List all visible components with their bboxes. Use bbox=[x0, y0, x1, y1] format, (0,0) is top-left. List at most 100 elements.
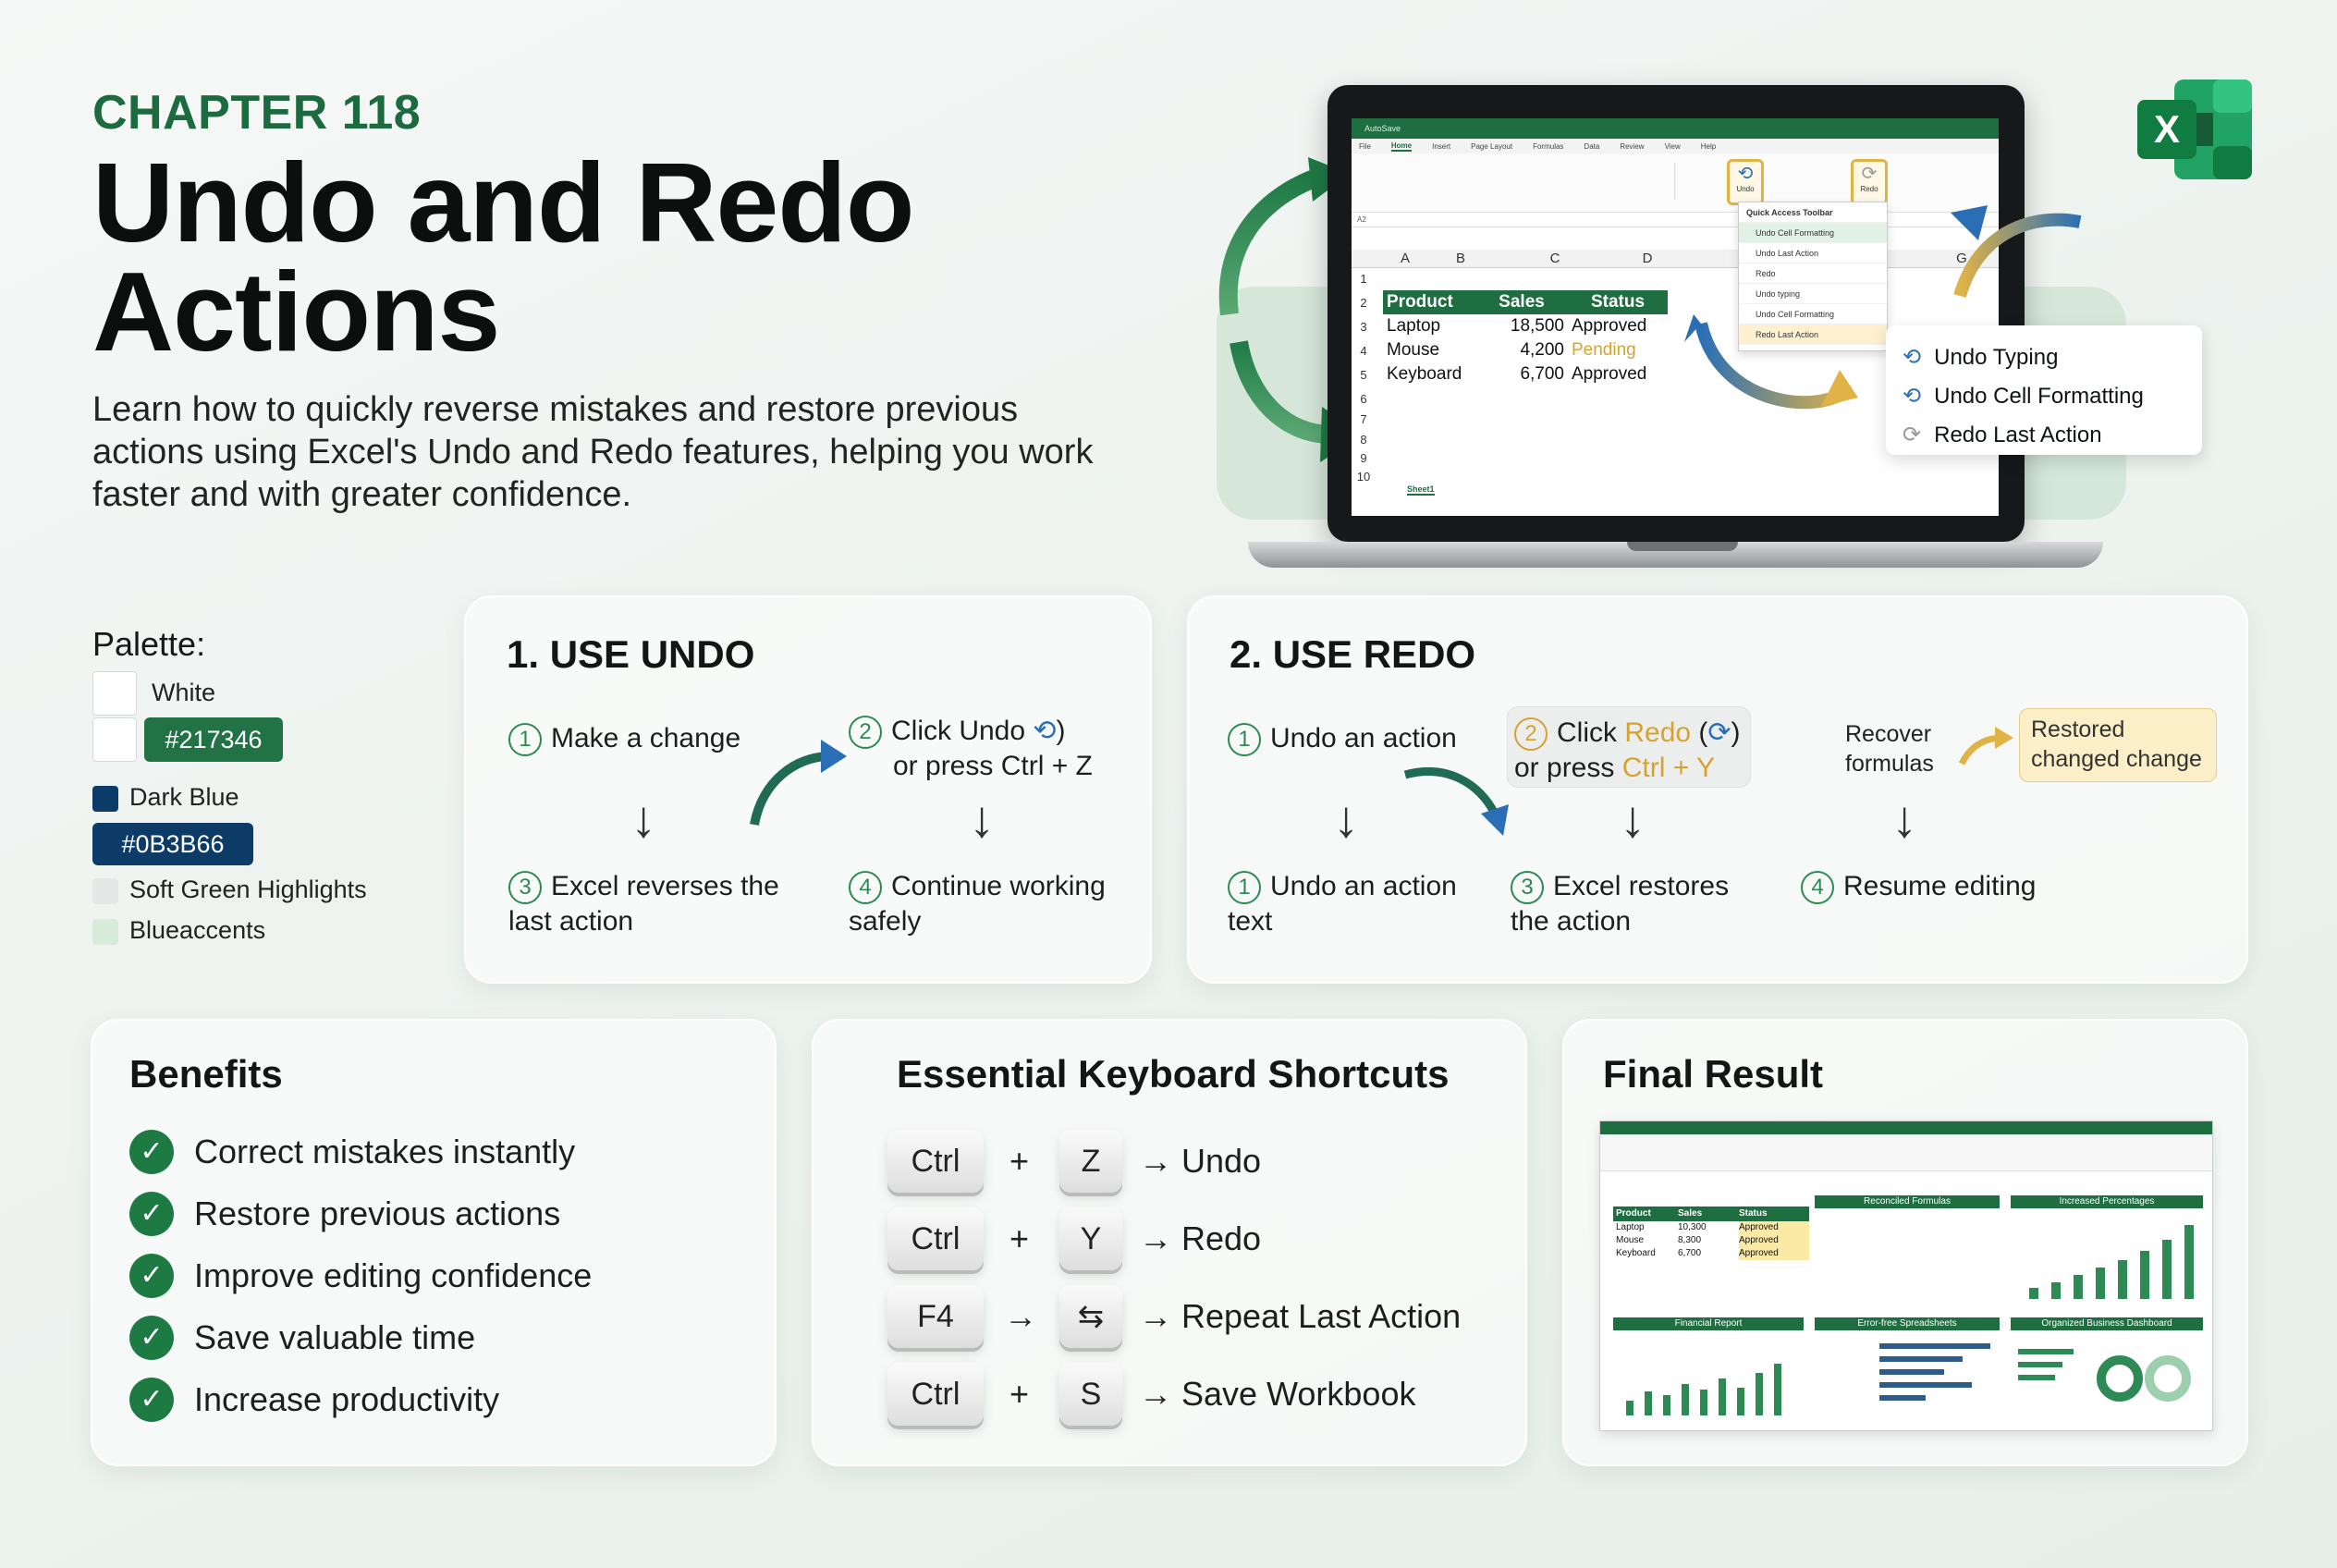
ribbon-redo-button[interactable]: ⟳ Redo bbox=[1851, 159, 1888, 205]
mini-title-bar bbox=[1600, 1121, 2212, 1134]
sheet-tab[interactable]: Sheet1 bbox=[1407, 484, 1435, 496]
row-1[interactable]: 1 bbox=[1360, 272, 1367, 286]
tab-formulas[interactable]: Formulas bbox=[1533, 141, 1564, 151]
curved-arrow-icon bbox=[1958, 727, 2013, 766]
tab-insert[interactable]: Insert bbox=[1432, 141, 1451, 151]
row-3[interactable]: 3 bbox=[1360, 320, 1367, 334]
undo-history-popup: ⟲Undo Typing ⟲ Undo Cell Formatting ⟳Redo… bbox=[1886, 325, 2202, 455]
row-4[interactable]: 4 bbox=[1360, 344, 1367, 358]
cell-product[interactable]: Keyboard bbox=[1387, 364, 1462, 384]
undo-icon: ⟲ bbox=[1033, 716, 1057, 746]
redo-heading: 2. USE REDO bbox=[1230, 632, 1476, 676]
dropdown-item[interactable]: Undo Cell Formatting bbox=[1739, 223, 1887, 243]
mini-table-row: Keyboard 6,700 Approved bbox=[1613, 1247, 1809, 1260]
undo-icon: ⟲ bbox=[1903, 345, 1922, 370]
palette-heading: Palette: bbox=[92, 625, 206, 663]
benefit-item: ✓Correct mistakes instantly bbox=[129, 1130, 575, 1174]
col-d[interactable]: D bbox=[1642, 251, 1653, 266]
step-text: Undo an action bbox=[1270, 723, 1457, 753]
swatch-soft-green bbox=[92, 878, 118, 904]
popup-item-label: Undo Cell Formatting bbox=[1934, 384, 2144, 409]
formula-bar[interactable]: A2 bbox=[1352, 213, 1999, 227]
ribbon-tabs: File Home Insert Page Layout Formulas Da… bbox=[1352, 139, 1999, 153]
palette-name: Soft Green Highlights bbox=[129, 876, 367, 903]
step-text: Redo bbox=[1624, 717, 1692, 748]
dropdown-title: Quick Access Toolbar bbox=[1739, 202, 1887, 223]
check-icon: ✓ bbox=[129, 1254, 174, 1298]
palette-name: Dark Blue bbox=[129, 783, 239, 811]
palette-name: Blueaccents bbox=[129, 916, 266, 944]
mini-table-header: Product Sales Status bbox=[1613, 1207, 1809, 1221]
cell-sales[interactable]: 18,500 bbox=[1510, 316, 1564, 336]
benefits-heading: Benefits bbox=[129, 1052, 283, 1096]
col-b[interactable]: B bbox=[1455, 251, 1465, 266]
ribbon-undo-button[interactable]: ⟲ Undo bbox=[1727, 159, 1764, 205]
dropdown-item[interactable]: Undo Last Action bbox=[1739, 243, 1887, 263]
dropdown-item[interactable]: Redo bbox=[1739, 263, 1887, 284]
tab-data[interactable]: Data bbox=[1584, 141, 1600, 151]
table-header-sales[interactable]: Sales bbox=[1475, 290, 1568, 314]
undo-icon: ⟲ bbox=[1737, 164, 1754, 184]
tab-review[interactable]: Review bbox=[1620, 141, 1645, 151]
down-arrow-icon: ↓ bbox=[1333, 790, 1359, 848]
mini-cell: 6,700 bbox=[1678, 1248, 1702, 1258]
undo-icon: ⟲ bbox=[1903, 384, 1922, 409]
tab-file[interactable]: File bbox=[1359, 141, 1371, 151]
tab-help[interactable]: Help bbox=[1700, 141, 1717, 151]
laptop-notch bbox=[1627, 542, 1738, 551]
mini-header-cell: Status bbox=[1739, 1208, 1768, 1219]
row-6[interactable]: 6 bbox=[1360, 392, 1367, 406]
dropdown-item[interactable]: Redo Last Action bbox=[1739, 325, 1887, 345]
benefit-item: ✓Increase productivity bbox=[129, 1378, 499, 1422]
cell-product[interactable]: Mouse bbox=[1387, 340, 1440, 360]
mini-cell: Keyboard bbox=[1616, 1248, 1656, 1258]
step-text: Excel restores the action bbox=[1511, 871, 1730, 937]
step-number: 4 bbox=[1801, 871, 1834, 905]
row-5[interactable]: 5 bbox=[1360, 368, 1367, 382]
table-header-product[interactable]: Product bbox=[1383, 290, 1475, 314]
row-7[interactable]: 7 bbox=[1360, 412, 1367, 426]
popup-item-redo-last-action[interactable]: ⟳Redo Last Action bbox=[1903, 416, 2185, 455]
name-box[interactable]: A2 bbox=[1357, 215, 1366, 224]
cell-status-pending[interactable]: Pending bbox=[1572, 340, 1636, 360]
cell-sales[interactable]: 4,200 bbox=[1520, 340, 1564, 360]
curved-arrow-icon bbox=[750, 740, 847, 826]
col-c[interactable]: C bbox=[1549, 251, 1560, 266]
shortcuts-heading: Essential Keyboard Shortcuts bbox=[897, 1052, 1450, 1096]
cell-product[interactable]: Laptop bbox=[1387, 316, 1441, 336]
check-icon: ✓ bbox=[129, 1192, 174, 1236]
redo-icon: ⟳ bbox=[1861, 164, 1878, 184]
mini-horizontal-bar-chart bbox=[1879, 1343, 1990, 1401]
tab-view[interactable]: View bbox=[1664, 141, 1681, 151]
redo-icon: ⟳ bbox=[1903, 423, 1922, 447]
row-2[interactable]: 2 bbox=[1360, 296, 1367, 310]
cell-status[interactable]: Approved bbox=[1572, 364, 1647, 384]
cell-status[interactable]: Approved bbox=[1572, 316, 1647, 336]
col-a[interactable]: A bbox=[1400, 251, 1410, 266]
autosave-label[interactable]: AutoSave bbox=[1364, 124, 1401, 133]
mini-donut-charts bbox=[2018, 1349, 2191, 1402]
plus-operator: + bbox=[1009, 1375, 1030, 1413]
benefits-card: Benefits bbox=[91, 1019, 777, 1466]
popup-item-undo-typing[interactable]: ⟲Undo Typing bbox=[1903, 338, 2185, 377]
swatch-dark-blue bbox=[92, 786, 118, 812]
mini-cell: Mouse bbox=[1616, 1235, 1645, 1245]
dropdown-item[interactable]: Undo typing bbox=[1739, 284, 1887, 304]
col-g[interactable]: G bbox=[1956, 251, 1967, 266]
tab-home[interactable]: Home bbox=[1390, 141, 1413, 152]
tab-page-layout[interactable]: Page Layout bbox=[1471, 141, 1513, 151]
arrow-operator: → bbox=[1004, 1297, 1037, 1335]
table-header-status[interactable]: Status bbox=[1568, 290, 1668, 314]
dropdown-item[interactable]: Undo Cell Formatting bbox=[1739, 304, 1887, 325]
step-number: 1 bbox=[1228, 871, 1261, 905]
row-9[interactable]: 9 bbox=[1360, 451, 1367, 465]
mini-cell: 10,300 bbox=[1678, 1222, 1707, 1232]
popup-item-undo-cell-formatting[interactable]: ⟲ Undo Cell Formatting bbox=[1903, 377, 2185, 416]
row-8[interactable]: 8 bbox=[1360, 433, 1367, 447]
check-icon: ✓ bbox=[129, 1130, 174, 1174]
row-10[interactable]: 10 bbox=[1356, 470, 1371, 484]
palette-chip-blue: #0B3B66 bbox=[92, 823, 253, 865]
cell-sales[interactable]: 6,700 bbox=[1520, 364, 1564, 384]
